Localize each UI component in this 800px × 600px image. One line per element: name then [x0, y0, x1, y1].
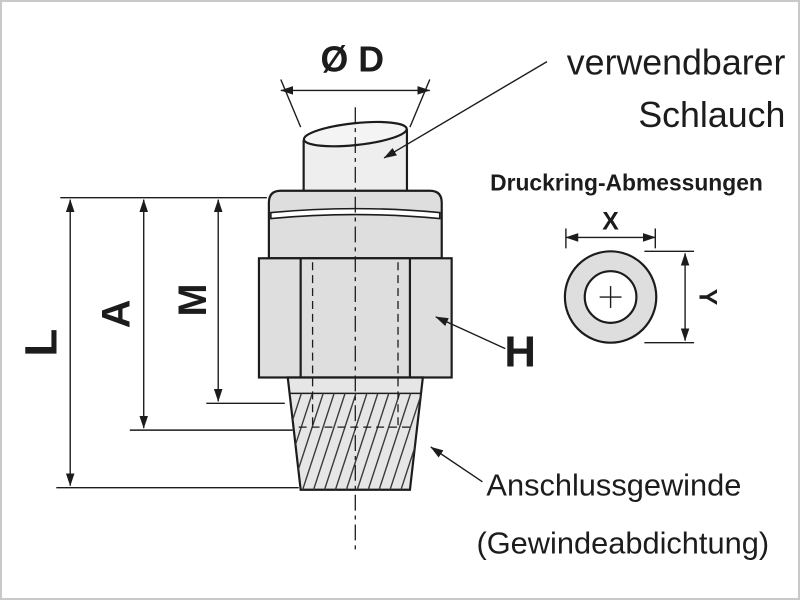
druckring-view	[563, 250, 658, 344]
dim-diameter-witness-right	[409, 79, 431, 128]
label-ring-y: Y	[693, 289, 720, 306]
dim-diameter	[280, 79, 431, 128]
fitting-body	[257, 107, 453, 551]
label-hose-line2: Schlauch	[638, 95, 785, 135]
dimensions	[56, 79, 695, 489]
collet-slit	[270, 207, 441, 220]
label-length-a: A	[94, 300, 138, 329]
collet-outline	[267, 189, 443, 260]
label-hex-h: H	[504, 328, 536, 377]
thread-outline	[286, 376, 425, 491]
tube-top-face	[302, 120, 408, 148]
leader-hex	[435, 316, 506, 350]
leader-thread	[430, 446, 483, 483]
label-ring-title: Druckring-Abmessungen	[490, 170, 763, 196]
label-length-m: M	[171, 283, 215, 316]
leaders	[383, 61, 548, 483]
label-length-l: L	[15, 329, 66, 357]
dim-diameter-witness-left	[280, 79, 302, 128]
label-hose-line1: verwendbarer	[567, 43, 786, 83]
dim-left-stack	[56, 196, 299, 489]
label-thread-line1: Anschlussgewinde	[486, 468, 741, 503]
thread-hatch	[289, 393, 421, 490]
label-diameter: Ø D	[321, 40, 385, 80]
leader-hose	[383, 61, 548, 159]
release-collet	[267, 189, 443, 260]
label-ring-x: X	[602, 208, 619, 235]
label-thread-line2: (Gewindeabdichtung)	[476, 525, 769, 560]
dim-ring	[565, 228, 695, 344]
labels: Ø D verwendbarer Schlauch Druckring-Abme…	[15, 40, 785, 561]
thread-section	[286, 262, 425, 491]
